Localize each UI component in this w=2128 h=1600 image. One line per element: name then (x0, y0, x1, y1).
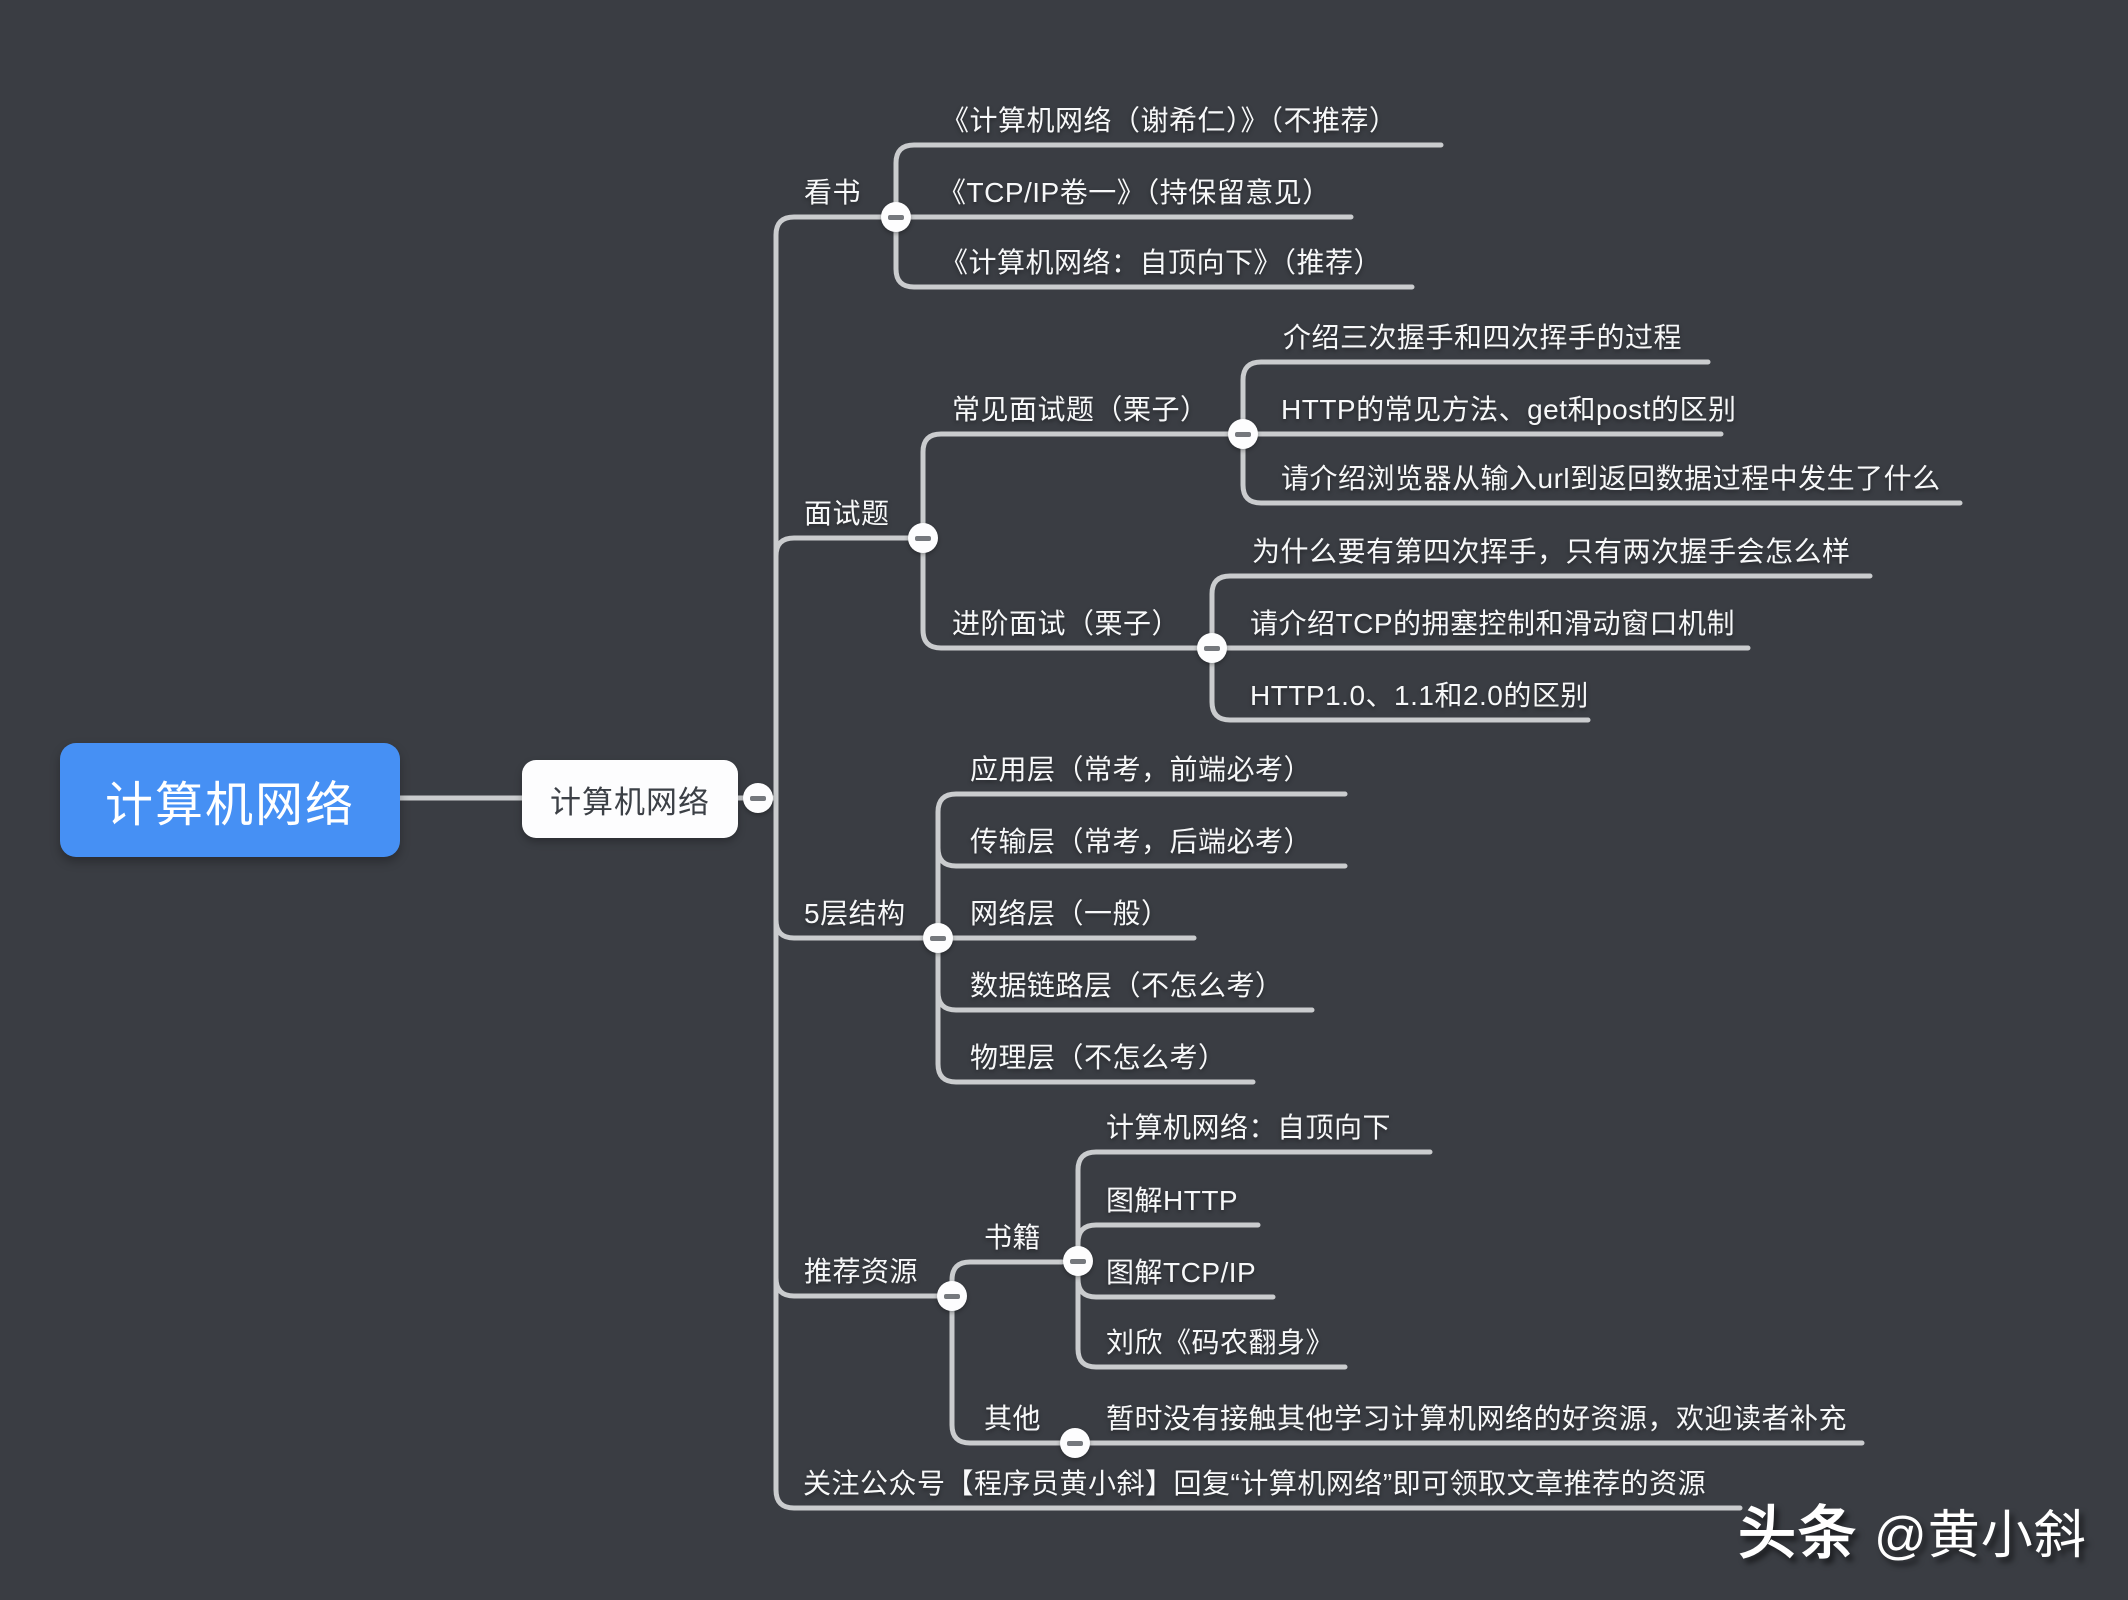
topic-five-layers[interactable]: 5层结构 (804, 898, 906, 929)
leaf-tcp-congestion[interactable]: 请介绍TCP的拥塞控制和滑动窗口机制 (1250, 608, 1736, 639)
leaf-browser-url[interactable]: 请介绍浏览器从输入url到返回数据过程中发生了什么 (1281, 463, 1941, 494)
subtopic-book-list[interactable]: 书籍 (984, 1222, 1042, 1253)
leaf-book-topdown[interactable]: 《计算机网络：自顶向下》（推荐） (940, 247, 1383, 278)
minus-icon (944, 1293, 960, 1299)
leaf-res-tcpip[interactable]: 图解TCP/IP (1106, 1257, 1257, 1288)
watermark: 头条 @黄小斜 (1738, 1486, 2087, 1570)
leaf-network-layer[interactable]: 网络层（一般） (970, 898, 1170, 929)
leaf-no-other-resources[interactable]: 暂时没有接触其他学习计算机网络的好资源，欢迎读者补充 (1106, 1403, 1848, 1434)
leaf-transport-layer[interactable]: 传输层（常考，后端必考） (970, 826, 1313, 857)
leaf-datalink-layer[interactable]: 数据链路层（不怎么考） (970, 970, 1284, 1001)
subtopic-advanced-questions[interactable]: 进阶面试（栗子） (952, 608, 1181, 639)
leaf-book-tcpip[interactable]: 《TCP/IP卷一》（持保留意见） (938, 177, 1331, 208)
root-topic[interactable]: 计算机网络 (60, 743, 400, 857)
toutiao-logo: 头条 (1738, 1501, 1859, 1566)
leaf-physical-layer[interactable]: 物理层（不怎么考） (970, 1042, 1227, 1073)
collapse-button-common-q[interactable] (1228, 419, 1258, 449)
leaf-book-xiexiren[interactable]: 《计算机网络（谢希仁）》（不推荐） (941, 105, 1398, 136)
minus-icon (1067, 1440, 1083, 1446)
topic-follow-official-account[interactable]: 关注公众号【程序员黄小斜】回复“计算机网络”即可领取文章推荐的资源 (803, 1468, 1707, 1499)
leaf-res-http[interactable]: 图解HTTP (1106, 1185, 1239, 1216)
collapse-button-books[interactable] (881, 202, 911, 232)
subtopic-others[interactable]: 其他 (984, 1403, 1042, 1434)
topic-interview[interactable]: 面试题 (804, 498, 890, 529)
minus-icon (888, 214, 904, 220)
minus-icon (1235, 431, 1251, 437)
leaf-res-topdown[interactable]: 计算机网络：自顶向下 (1106, 1112, 1392, 1143)
collapse-button-book-list[interactable] (1063, 1246, 1093, 1276)
collapse-button-central[interactable] (743, 783, 773, 813)
collapse-button-others[interactable] (1060, 1428, 1090, 1458)
leaf-http-methods[interactable]: HTTP的常见方法、get和post的区别 (1281, 394, 1737, 425)
minus-icon (750, 795, 766, 801)
minus-icon (1204, 645, 1220, 651)
leaf-handshake-wave[interactable]: 介绍三次握手和四次挥手的过程 (1283, 322, 1683, 353)
leaf-application-layer[interactable]: 应用层（常考，前端必考） (970, 754, 1313, 785)
topic-resources[interactable]: 推荐资源 (804, 1256, 919, 1287)
subtopic-common-questions[interactable]: 常见面试题（栗子） (952, 394, 1209, 425)
minus-icon (915, 535, 931, 541)
collapse-button-interview[interactable] (908, 523, 938, 553)
leaf-fourth-wave[interactable]: 为什么要有第四次挥手，只有两次握手会怎么样 (1252, 536, 1851, 567)
leaf-http-versions[interactable]: HTTP1.0、1.1和2.0的区别 (1250, 680, 1589, 711)
collapse-button-layers[interactable] (923, 923, 953, 953)
minus-icon (930, 935, 946, 941)
leaf-res-manong[interactable]: 刘欣《码农翻身》 (1106, 1327, 1335, 1358)
collapse-button-advanced-q[interactable] (1197, 633, 1227, 663)
author-handle: @黄小斜 (1874, 1507, 2087, 1565)
topic-books[interactable]: 看书 (804, 177, 862, 208)
central-topic[interactable]: 计算机网络 (522, 760, 738, 838)
collapse-button-resources[interactable] (937, 1281, 967, 1311)
minus-icon (1070, 1258, 1086, 1264)
